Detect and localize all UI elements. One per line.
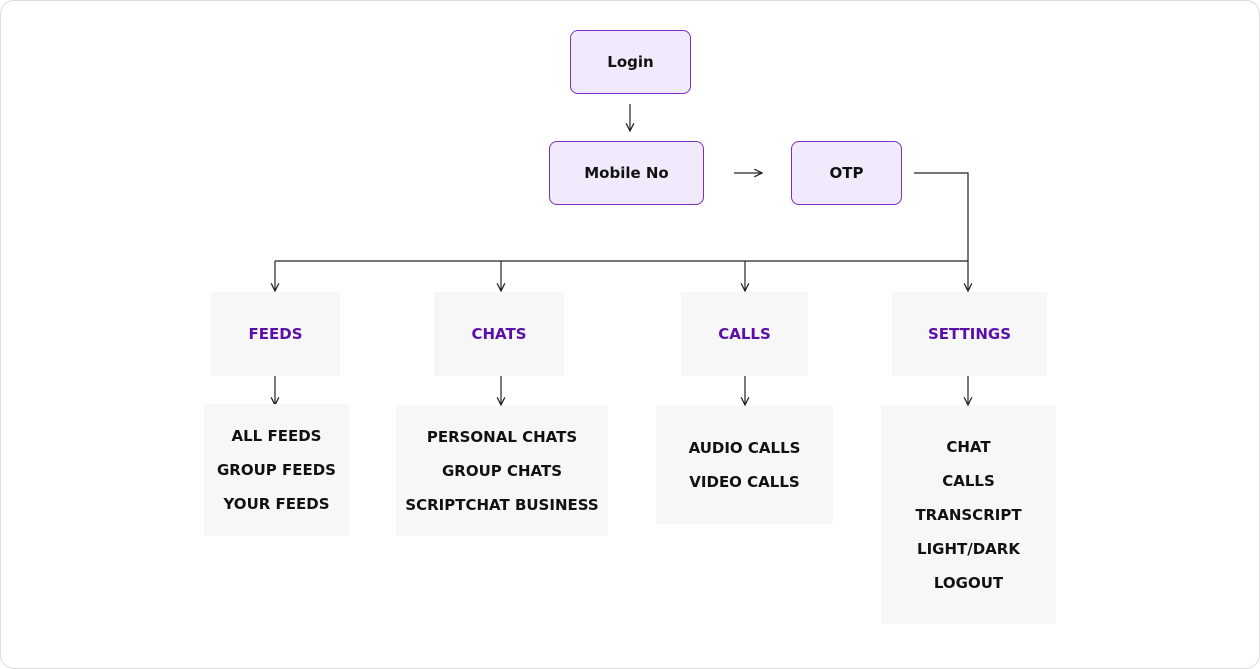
feeds-label: FEEDS [248, 325, 303, 343]
list-item: LIGHT/DARK [917, 540, 1020, 558]
settings-list: CHAT CALLS TRANSCRIPT LIGHT/DARK LOGOUT [881, 406, 1056, 624]
list-item: CHAT [946, 438, 991, 456]
feeds-category: FEEDS [211, 292, 340, 376]
otp-node: OTP [791, 141, 902, 205]
settings-label: SETTINGS [927, 325, 1012, 343]
list-item: LOGOUT [933, 574, 1004, 592]
otp-label: OTP [829, 164, 864, 182]
list-item: ALL FEEDS [231, 427, 322, 445]
login-label: Login [607, 53, 654, 71]
settings-category: SETTINGS [892, 292, 1047, 376]
list-item: GROUP FEEDS [216, 461, 336, 479]
list-item: GROUP CHATS [441, 462, 563, 480]
calls-label: CALLS [718, 325, 771, 343]
chats-label: CHATS [471, 325, 527, 343]
list-item: PERSONAL CHATS [426, 428, 578, 446]
list-item: YOUR FEEDS [223, 495, 330, 513]
list-item: TRANSCRIPT [915, 506, 1022, 524]
connector-otp-to-branch [914, 172, 969, 261]
mobile-no-label: Mobile No [584, 164, 669, 182]
list-item: SCRIPTCHAT BUSINESS [405, 496, 599, 514]
mobile-no-node: Mobile No [549, 141, 704, 205]
feeds-list: ALL FEEDS GROUP FEEDS YOUR FEEDS [204, 404, 349, 536]
chats-category: CHATS [434, 292, 564, 376]
login-node: Login [570, 30, 691, 94]
chats-list: PERSONAL CHATS GROUP CHATS SCRIPTCHAT BU… [396, 406, 608, 536]
calls-list: AUDIO CALLS VIDEO CALLS [656, 406, 833, 524]
list-item: CALLS [942, 472, 995, 490]
calls-category: CALLS [681, 292, 808, 376]
list-item: VIDEO CALLS [689, 473, 800, 491]
list-item: AUDIO CALLS [688, 439, 801, 457]
